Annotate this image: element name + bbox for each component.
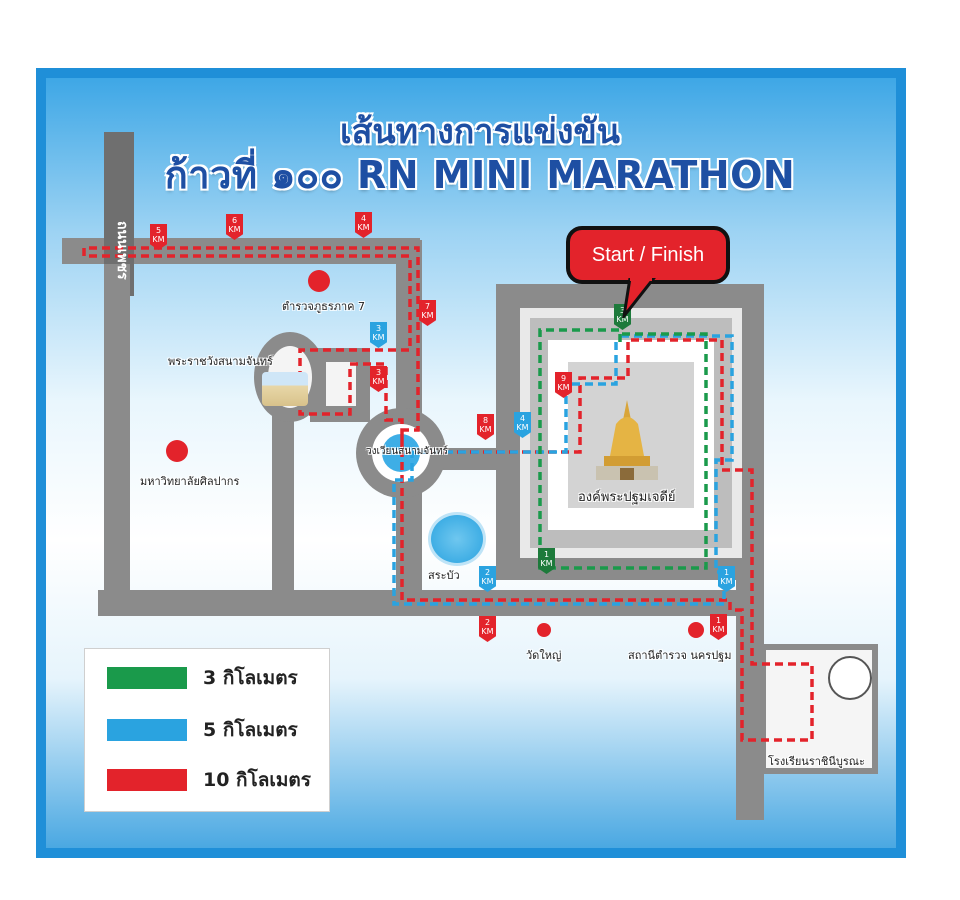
map-subtitle: ก้าวที่ ๑๐๐ RN MINI MARATHON (164, 153, 796, 197)
legend-row-3km: 3 กิโลเมตร (107, 667, 327, 689)
route-legend: 3 กิโลเมตร 5 กิโลเมตร 10 กิโลเมตร (84, 648, 330, 812)
lotus-pond (428, 512, 486, 566)
place-dot-police-nakhonpathom (688, 622, 704, 638)
label-palace: พระราชวังสนามจันทร์ (168, 355, 273, 368)
place-dot-police-7 (308, 270, 330, 292)
label-police-7: ตำรวจภูธรภาค 7 (282, 300, 366, 313)
callout-pointer (622, 278, 656, 318)
road-bottom-horizontal (98, 590, 758, 616)
palace-image (262, 372, 308, 406)
map-title: เส้นทางการแข่งขัน (340, 112, 620, 152)
school-icon (828, 656, 872, 700)
legend-label-5km: 5 กิโลเมตร (203, 719, 298, 741)
legend-swatch-3km (107, 667, 187, 689)
label-lotus-pond: สระบัว (428, 569, 460, 582)
label-police-nakhonpathom: สถานีตำรวจ นครปฐม (628, 649, 732, 662)
label-university: มหาวิทยาลัยศิลปากร (140, 475, 240, 488)
label-wat-yai: วัดใหญ่ (526, 649, 562, 662)
legend-label-10km: 10 กิโลเมตร (203, 769, 311, 791)
legend-swatch-10km (107, 769, 187, 791)
road-name-label: ถนนเพชร (114, 220, 130, 280)
legend-row-5km: 5 กิโลเมตร (107, 719, 327, 741)
start-finish-callout: Start / Finish (566, 226, 730, 284)
place-dot-wat-yai (537, 623, 551, 637)
label-pagoda: องค์พระปฐมเจดีย์ (578, 490, 676, 505)
label-roundabout: วงเวียนสนามจันทร์ (366, 446, 449, 457)
pagoda-icon (596, 400, 658, 480)
place-dot-university (166, 440, 188, 462)
legend-row-10km: 10 กิโลเมตร (107, 769, 327, 791)
legend-label-3km: 3 กิโลเมตร (203, 667, 298, 689)
road-left-vertical (104, 264, 130, 614)
label-school: โรงเรียนราชินีบูรณะ (768, 755, 865, 768)
legend-swatch-5km (107, 719, 187, 741)
palace-loop-inner (326, 362, 356, 406)
